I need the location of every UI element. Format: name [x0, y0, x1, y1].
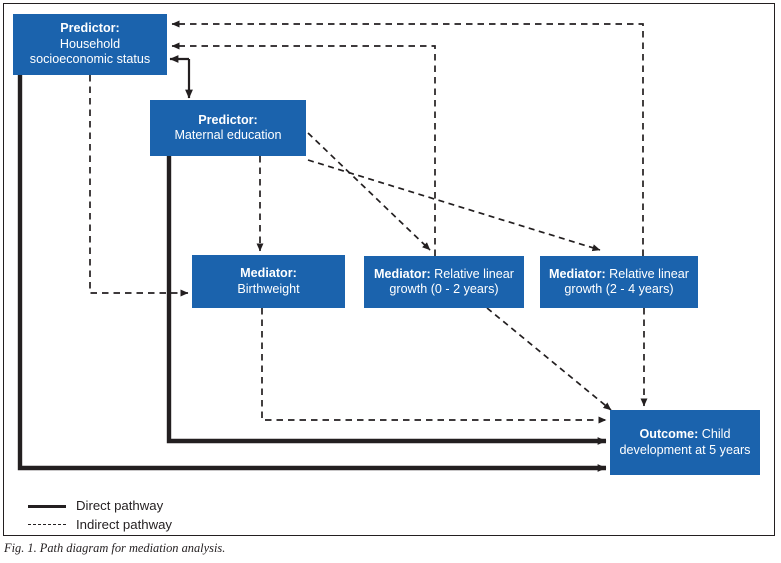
node-maternal-text: Predictor: Maternal education: [156, 113, 300, 144]
edge-birthweight-to-outcome-dashed: [261, 308, 607, 424]
node-household-body: Household socioeconomic status: [29, 36, 151, 67]
legend-item-direct-pathway: Direct pathway: [28, 496, 288, 515]
node-mediator-relative-linear-growth-0-2-years[interactable]: Mediator: Relative linear growth (0 - 2 …: [364, 256, 524, 308]
node-outcome-body: Child development at 5 years: [619, 427, 751, 457]
legend-label-direct-pathway: Direct pathway: [76, 498, 164, 513]
node-growth24-body: Relative linear growth (2 - 4 years): [564, 266, 689, 296]
edge-maternal-to-growth02-dashed: [307, 132, 431, 251]
node-growth02-lead: Mediator:: [374, 266, 431, 281]
edge-maternal-to-growth24-dashed: [307, 159, 601, 252]
node-growth24-lead: Mediator:: [549, 266, 606, 281]
edge-growth24-to-household-dashed: [171, 20, 644, 256]
node-mediator-relative-linear-growth-2-4-years[interactable]: Mediator: Relative linear growth (2 - 4 …: [540, 256, 698, 308]
edge-growth02-to-outcome-dashed: [486, 307, 612, 411]
edge-growth02-to-household-dashed: [171, 42, 436, 256]
edge-maternal-to-outcome-solid: [166, 156, 607, 445]
node-household-lead: Predictor:: [60, 21, 120, 36]
node-growth02-text: Mediator: Relative linear growth (0 - 2 …: [370, 267, 518, 298]
figure-caption: Fig. 1. Path diagram for mediation analy…: [4, 541, 226, 555]
node-maternal-lead: Predictor:: [198, 112, 258, 127]
dashed-line-icon: [28, 520, 66, 530]
node-outcome-child-development-at-5-years[interactable]: Outcome: Child development at 5 years: [610, 410, 760, 475]
legend-label-indirect-pathway: Indirect pathway: [76, 517, 173, 532]
node-growth02-body: Relative linear growth (0 - 2 years): [389, 266, 514, 296]
legend: Direct pathway Indirect pathway: [28, 496, 288, 534]
node-outcome-lead: Outcome:: [639, 427, 699, 442]
node-household-text: Predictor: Household socioeconomic statu…: [19, 21, 161, 67]
node-growth24-text: Mediator: Relative linear growth (2 - 4 …: [546, 267, 692, 298]
legend-item-indirect-pathway: Indirect pathway: [28, 515, 288, 534]
node-predictor-maternal-education[interactable]: Predictor: Maternal education: [150, 100, 306, 156]
node-predictor-household-socioeconomic-status[interactable]: Predictor: Household socioeconomic statu…: [13, 14, 167, 75]
edge-household-to-outcome-solid: [17, 75, 607, 472]
node-outcome-text: Outcome: Child development at 5 years: [616, 427, 754, 458]
node-maternal-body: Maternal education: [174, 128, 282, 142]
node-mediator-birthweight[interactable]: Mediator: Birthweight: [192, 255, 345, 308]
node-birthweight-lead: Mediator:: [240, 266, 297, 281]
edge-household-to-birthweight-dashed: [89, 75, 189, 297]
node-birthweight-text: Mediator: Birthweight: [198, 266, 339, 297]
solid-line-icon: [28, 501, 66, 511]
node-birthweight-body: Birthweight: [237, 281, 300, 296]
